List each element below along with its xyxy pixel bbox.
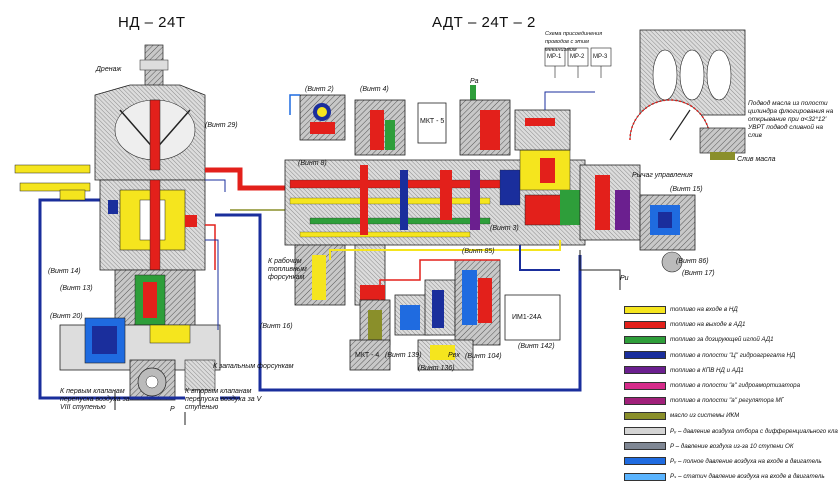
title-nd24t: НД – 24Т (118, 14, 186, 31)
label-vint13: (Винт 13) (60, 285, 93, 292)
legend-swatch (624, 320, 666, 329)
label-vint86: (Винт 86) (676, 258, 709, 265)
label-vint20: (Винт 20) (50, 313, 83, 320)
blue-line-long (215, 213, 582, 392)
legend-text: P – давление воздуха из-за 10 ступени ОК (670, 442, 794, 450)
legend-row: топливо в полости "а" регулятора МГ (624, 393, 838, 408)
legend-row: топливо в КПВ НД и АД1 (624, 363, 838, 378)
title-adt24t2: АДТ – 24Т – 2 (432, 14, 536, 31)
legend-text: масло из системы ИКМ (670, 412, 740, 420)
label-vint3: (Винт 3) (490, 225, 519, 232)
legend-swatch (624, 457, 666, 466)
label-vint104: (Винт 104) (465, 353, 502, 360)
label-vint2: (Винт 2) (305, 86, 334, 93)
label-mkt4: МКТ - 4 (355, 352, 380, 359)
label-lever: Рычаг управления (632, 172, 693, 179)
label-vint142: (Винт 142) (518, 343, 555, 350)
label-im124a: ИМ1-24А (512, 314, 542, 321)
legend-swatch (624, 472, 666, 481)
legend-row: топливо в полости "Ц" гидроагрегата НД (624, 348, 838, 363)
legend: топливо на входе в НД топливо на выходе … (624, 302, 838, 484)
legend-row: P – давление воздуха из-за 10 ступени ОК (624, 439, 838, 454)
label-k-zapalnym: К запальным форсункам (213, 363, 294, 370)
label-mp2: МР-2 (570, 54, 585, 60)
label-k-rabochim: К рабочим топливным форсункам (268, 258, 307, 281)
label-note-right: Подвод масла из полости цилиндра флюгиро… (748, 100, 834, 139)
label-scheme-header: Схема присоединения проводов с этим мека… (545, 31, 603, 53)
label-vint8: (Винт 8) (298, 160, 327, 167)
legend-row: топливо на входе в НД (624, 302, 838, 317)
label-sliv: Слив масла (737, 156, 776, 163)
label-p-vx: Pвх (448, 352, 460, 359)
legend-row: топливо на выходе в АД1 (624, 317, 838, 332)
legend-row: Pₛ – статич давление воздуха на входе в … (624, 469, 838, 484)
nd24t-pump-unit (14, 44, 285, 425)
legend-text: Pᵥ – давление воздуха отбора с дифференц… (670, 427, 838, 435)
legend-swatch (624, 396, 666, 405)
label-vint16: (Винт 16) (260, 323, 293, 330)
label-mkt5: МКТ - 5 (420, 118, 445, 125)
label-p-in: Ра (470, 78, 479, 85)
label-vint29: (Винт 29) (205, 122, 238, 129)
label-vint85: (Винт 85) (462, 248, 495, 255)
legend-row: Pᵥ – полное давление воздуха на входе в … (624, 454, 838, 469)
legend-row: топливо за дозирующей иглой АД1 (624, 332, 838, 347)
label-k-pervym: К первым клапанам перепуска воздуха за V… (60, 388, 130, 411)
legend-row: топливо в полости "в" гидроамортизатора (624, 378, 838, 393)
label-drain: Дренаж (96, 66, 122, 73)
legend-text: Pᵥ – полное давление воздуха на входе в … (670, 457, 822, 465)
legend-swatch (624, 366, 666, 375)
legend-text: топливо в КПВ НД и АД1 (670, 366, 744, 374)
legend-swatch (624, 351, 666, 360)
adt24t2-unit (284, 29, 746, 371)
legend-text: топливо за дозирующей иглой АД1 (670, 336, 774, 344)
fuel-high-pressure-line (205, 167, 285, 191)
legend-text: топливо в полости "а" регулятора МГ (670, 397, 785, 405)
legend-swatch (624, 305, 666, 314)
legend-row: масло из системы ИКМ (624, 408, 838, 423)
label-mp3: МР-3 (593, 54, 608, 60)
legend-row: Pᵥ – давление воздуха отбора с дифференц… (624, 424, 838, 439)
label-vint15: (Винт 15) (670, 186, 703, 193)
fuel-system-diagram (14, 29, 746, 425)
label-mp1: МР-1 (547, 54, 562, 60)
legend-swatch (624, 335, 666, 344)
legend-text: Pₛ – статич давление воздуха на входе в … (670, 473, 825, 481)
label-k-vtorym: К вторым клапанам перепуска воздуха за V… (185, 388, 262, 411)
label-p: P (170, 406, 175, 413)
legend-swatch (624, 381, 666, 390)
label-vint17: (Винт 17) (682, 270, 715, 277)
legend-swatch (624, 442, 666, 451)
legend-text: топливо на входе в НД (670, 306, 738, 314)
legend-text: топливо в полости "Ц" гидроагрегата НД (670, 351, 796, 359)
label-vint14: (Винт 14) (48, 268, 81, 275)
label-p-out: Ри (620, 275, 629, 282)
legend-swatch (624, 411, 666, 420)
legend-text: топливо на выходе в АД1 (670, 321, 746, 329)
legend-swatch (624, 427, 666, 436)
label-vint4: (Винт 4) (360, 86, 389, 93)
label-vint136: (Винт 136) (418, 365, 455, 372)
interconnect-lines (120, 185, 582, 400)
label-vint139: (Винт 139) (385, 352, 422, 359)
legend-text: топливо в полости "в" гидроамортизатора (670, 382, 801, 390)
